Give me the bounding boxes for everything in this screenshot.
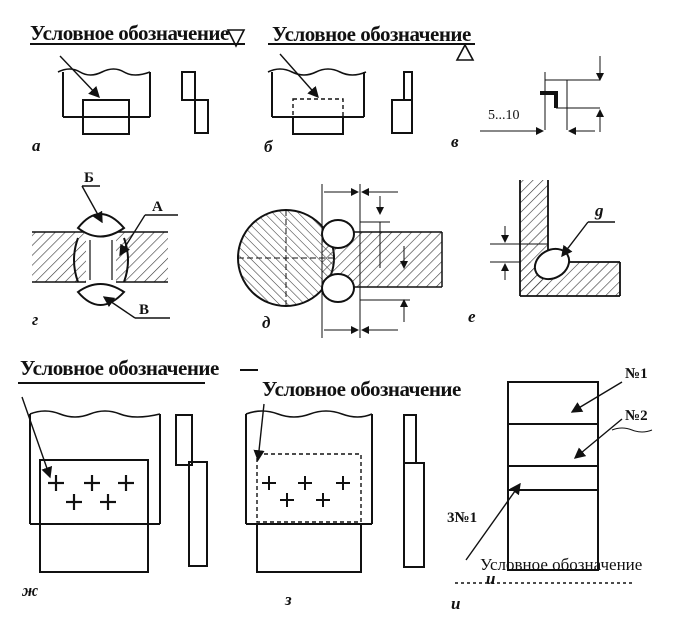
dimension-label-v: 5...10 [488, 108, 520, 123]
spot-welds-zh [48, 475, 134, 510]
panel-letter-e: е [468, 307, 476, 326]
weld-label-bottom: В [139, 302, 149, 318]
panel-letter-z: з [284, 590, 292, 609]
hidden-plate-z [256, 453, 362, 523]
inverted-triangle-icon [226, 29, 246, 48]
caption-i: Условное обозначение [480, 555, 642, 574]
panel-letter-i: и [451, 594, 460, 613]
panel-zh [18, 382, 208, 573]
weld-corner-v [540, 91, 558, 108]
seam-label-3: 3№1 [447, 510, 477, 526]
spot-welds-z [262, 476, 350, 507]
weld-label-right: А [152, 199, 163, 215]
wavy-break-line-a [57, 68, 151, 76]
panel-e [490, 180, 621, 297]
overlap-plate-a [82, 99, 130, 135]
weld-bead-top [76, 213, 126, 238]
weld-bead-top-d [321, 219, 355, 249]
panel-letter-d: д [262, 313, 271, 332]
caption-arrow-a [59, 55, 100, 99]
panel-a [30, 29, 246, 135]
panel-letter-g: г [32, 310, 38, 329]
weld-label-top: Б [84, 170, 94, 186]
panel-letter-v: в [451, 132, 459, 151]
caption-b: Условное обозначение [272, 22, 471, 46]
panel-g [32, 185, 178, 319]
fillet-label: g [594, 201, 604, 220]
side-view-zh-bottom [188, 461, 208, 567]
panel-v [480, 56, 604, 135]
seam-label-1: №1 [625, 366, 648, 382]
overlap-plate-zh [39, 459, 149, 573]
panel-letter-a: а [32, 136, 41, 155]
caption-zh: Условное обозначение [20, 356, 219, 380]
panel-i [455, 381, 653, 584]
seam-label-2: №2 [625, 408, 648, 424]
panel-letter-zh: ж [21, 581, 38, 600]
weld-bead-bottom-d [321, 273, 355, 303]
caption-a: Условное обозначение [30, 21, 229, 45]
triangle-icon [455, 43, 475, 61]
weld-bead-bottom [76, 283, 126, 306]
hidden-plate-b [292, 98, 344, 135]
panel-b [267, 43, 475, 135]
side-view-z [403, 462, 425, 568]
panel-letter-b: б [264, 137, 274, 156]
stacked-plates-i [507, 381, 599, 571]
panel-z [240, 369, 425, 573]
side-view-b [391, 99, 413, 134]
side-view-zh-top [175, 414, 193, 466]
caption-z: Условное обозначение [262, 377, 461, 401]
panel-d [237, 184, 443, 338]
caption-i-suffix: и [486, 569, 495, 588]
